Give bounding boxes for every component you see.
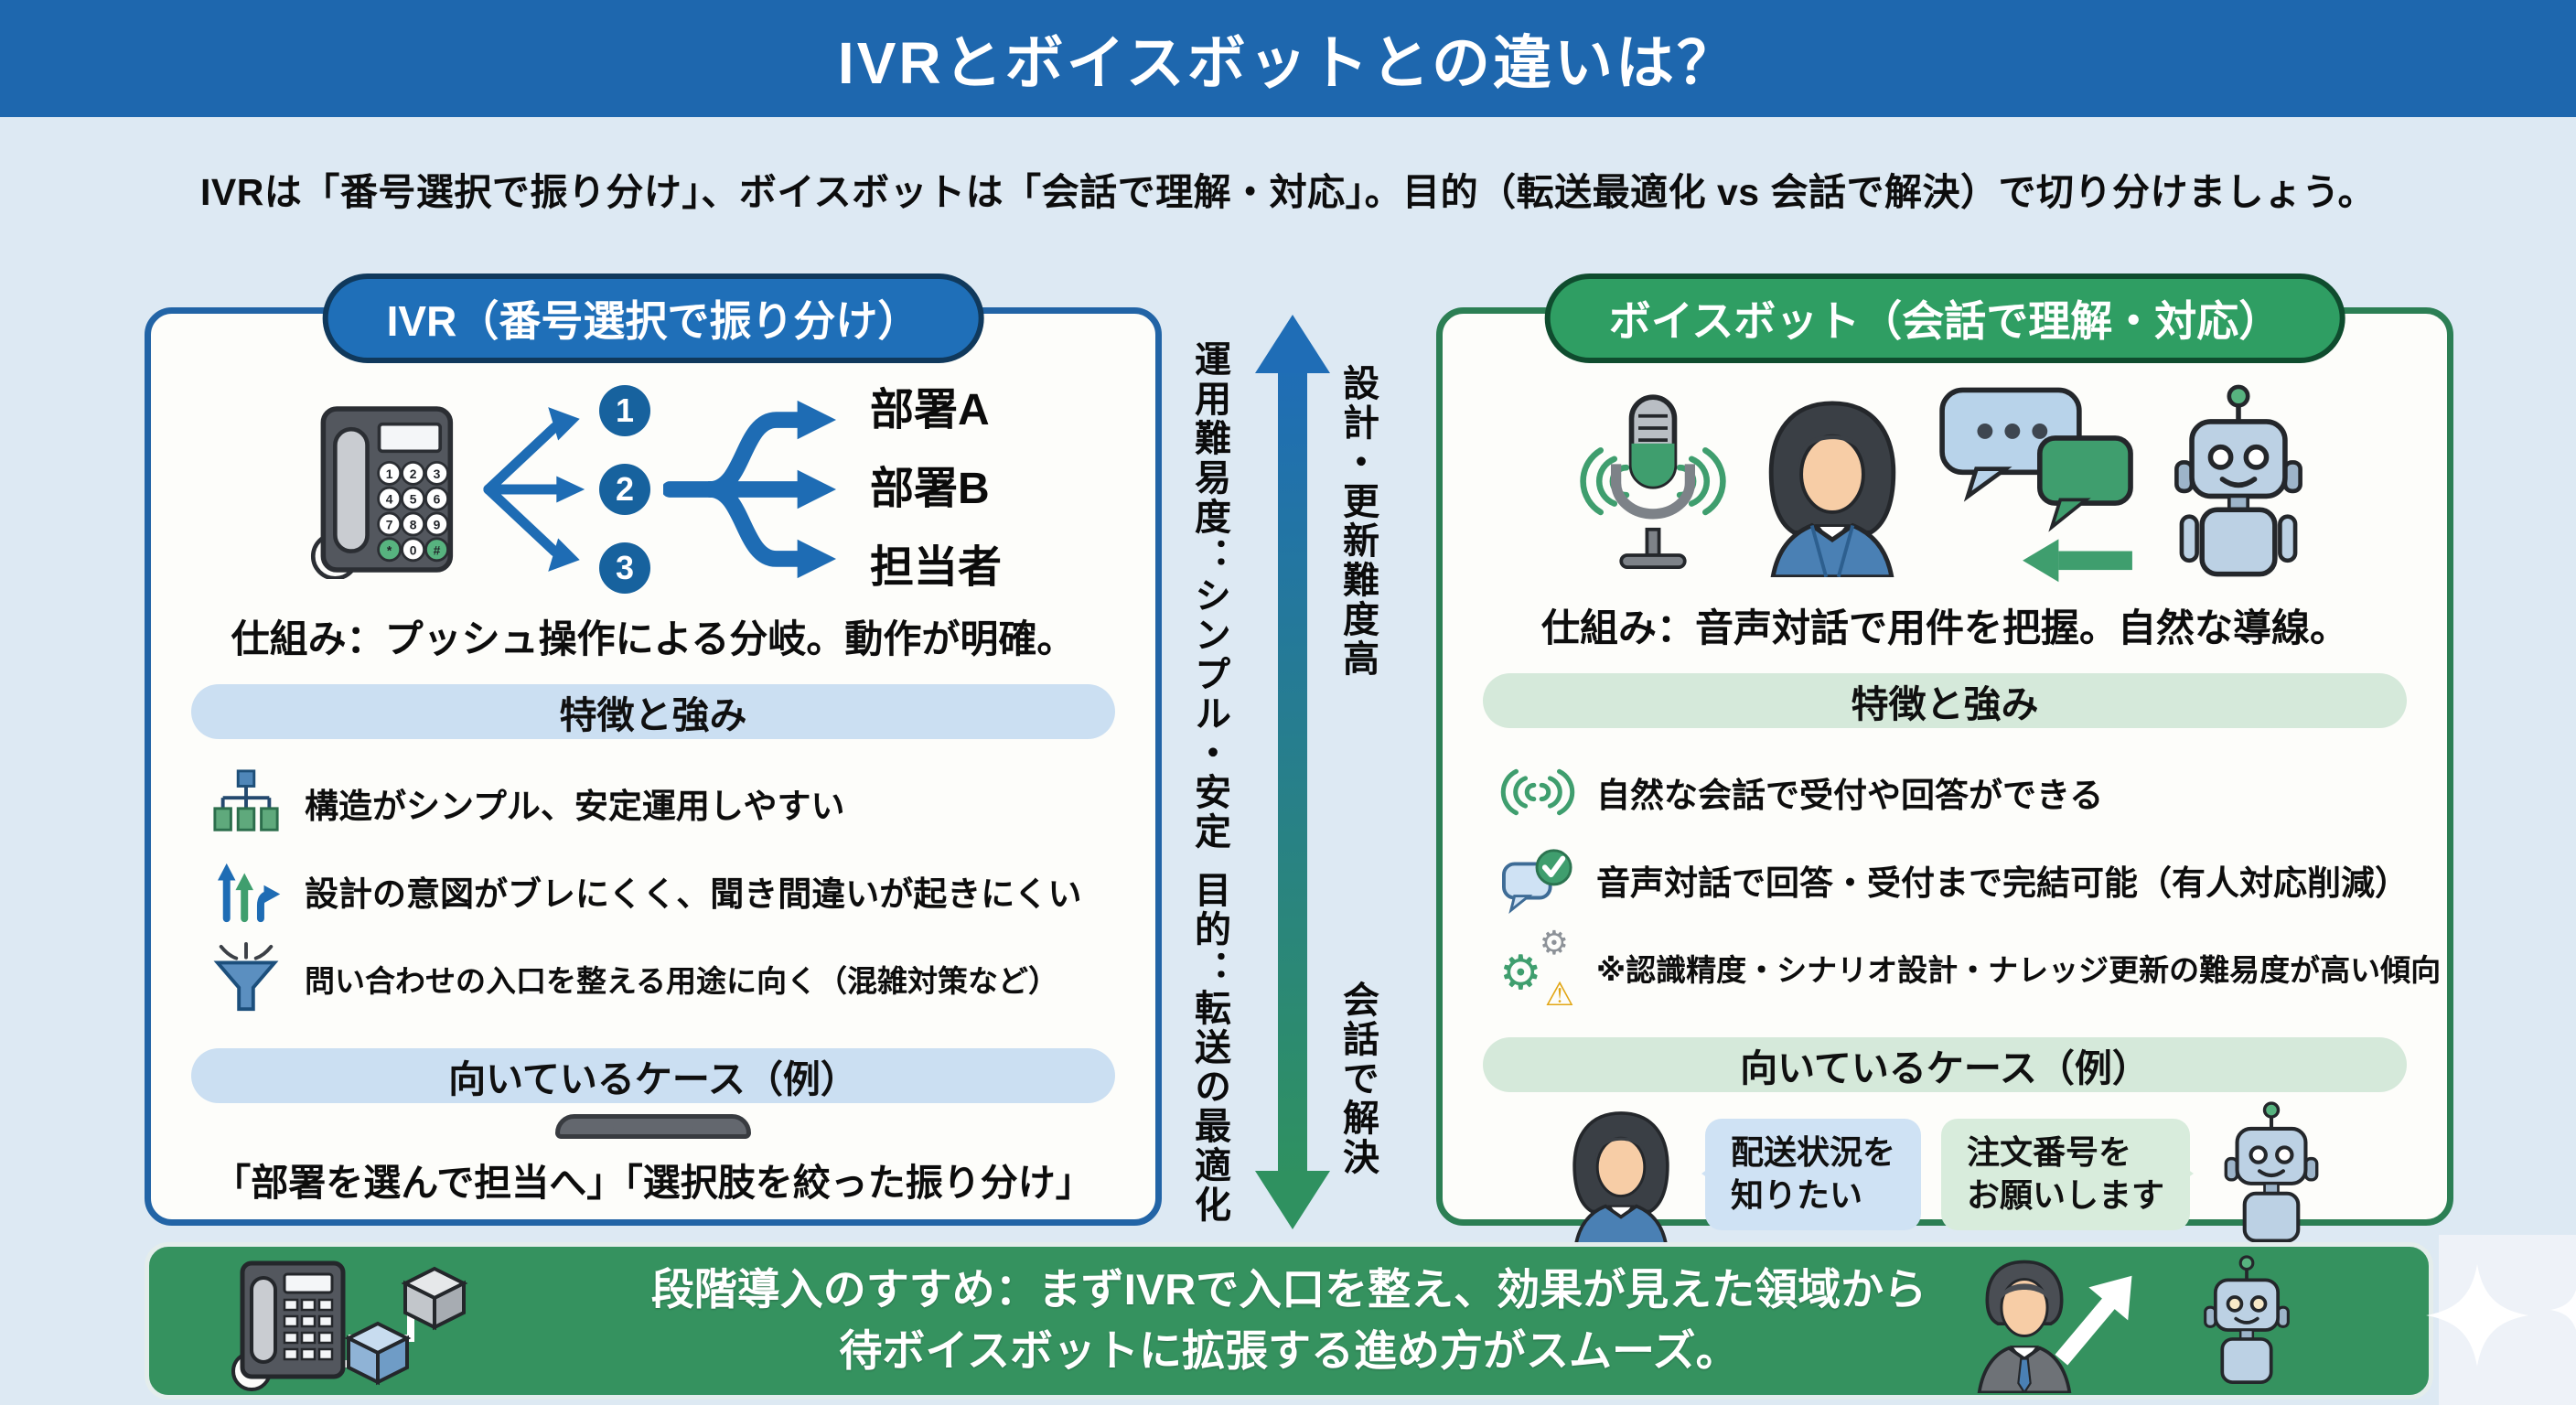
- voicebot-mechanism-caption: 仕組み：音声対話で用件を把握。自然な導線。: [1540, 606, 2348, 649]
- footer-message: 段階導入のすすめ：まずIVRで入口を整え、効果が見えた領域から 待ボイスボットに…: [651, 1260, 1927, 1381]
- ivr-panel-header: IVR（番号選択で振り分け）: [322, 273, 984, 363]
- axis-label-operation-difficulty: 運用難易度：シンプル・安定: [1189, 340, 1229, 852]
- chat-bubbles-icon: [1939, 387, 2133, 583]
- chat-check-icon: [1499, 842, 1576, 918]
- feature-text: 設計の意図がブレにくく、聞き間違いが起きにくい: [305, 875, 1082, 913]
- svg-text:4: 4: [386, 492, 393, 507]
- footer-line-2: 待ボイスボットに拡張する進め方がスムーズ。: [839, 1326, 1739, 1375]
- feature-item: 音声対話で回答・受付まで完結可能（有人対応削減）: [1499, 842, 2412, 918]
- gears-warning-icon: ⚙ ⚙ ⚠: [1499, 924, 1576, 1013]
- feature-text: 構造がシンプル、安定運用しやすい: [305, 788, 845, 825]
- phone-and-blocks-icon: [231, 1260, 468, 1391]
- gear-icon: ⚙: [1499, 947, 1542, 1000]
- ivr-cases-caption: 「部署を選んで担当へ」「選択肢を絞った振り分け」: [213, 1162, 1093, 1204]
- voicebot-features-header: 特徴と強み: [1483, 673, 2407, 728]
- voicebot-flow-diagram: [1468, 383, 2421, 585]
- voice-wave-icon: [1499, 754, 1576, 831]
- feature-item: 問い合わせの入口を整える用途に向く（混雑対策など）: [208, 940, 1121, 1017]
- phone-notch: [613, 1119, 693, 1134]
- footer-banner: 段階導入のすすめ：まずIVRで入口を整え、効果が見えた領域から 待ボイスボットに…: [145, 1242, 2433, 1400]
- woman-avatar: [1572, 1111, 1669, 1246]
- microphone-icon: [1580, 394, 1726, 569]
- businessman-avatar: [1977, 1260, 2072, 1393]
- bot-speech-bubble: 注文番号を お願いします: [1941, 1119, 2195, 1230]
- sparkle-icon: [2426, 1264, 2528, 1367]
- voicebot-feature-list: 自然な会話で受付や回答ができる 音声対話で回答・受付まで完結可能（有人対応削減）: [1499, 743, 2441, 1017]
- sparkle-icon: [2550, 1289, 2576, 1331]
- voicebot-panel-body: 仕組み：音声対話で用件を把握。自然な導線。 特徴と強み 自然な会話で受付や回答が…: [1443, 314, 2447, 1304]
- subtitle: IVRは「番号選択で振り分け」、ボイスボットは「会話で理解・対応」。目的（転送最…: [199, 171, 2377, 213]
- ivr-branch-targets: 部署A 部署B 担当者: [870, 385, 1002, 594]
- feature-text: ※認識精度・シナリオ設計・ナレッジ更新の難易度が高い傾向: [1596, 953, 2442, 987]
- feature-item: ⚙ ⚙ ⚠ ※認識精度・シナリオ設計・ナレッジ更新の難易度が高い傾向: [1499, 924, 2441, 1013]
- branch-target-a: 部署A: [869, 386, 990, 434]
- svg-text:7: 7: [386, 518, 393, 532]
- voicebot-panel-header-label: ボイスボット（会話で理解・対応）: [1608, 297, 2281, 345]
- ivr-panel-body: 1 2 3 4 5 6 7 8 9 * 0 # 1 2: [151, 314, 1155, 1219]
- svg-text:5: 5: [410, 492, 417, 507]
- ivr-cases-header: 向いているケース（例）: [191, 1048, 1115, 1103]
- ivr-mechanism-caption: 仕組み：プッシュ操作による分岐。動作が明確。: [231, 617, 1076, 660]
- svg-text:0: 0: [410, 542, 417, 557]
- voicebot-cases-header: 向いているケース（例）: [1483, 1037, 2407, 1092]
- split-arrows-icon: [208, 853, 284, 929]
- feature-text: 自然な会話で受付や回答ができる: [1596, 777, 2104, 814]
- svg-text:*: *: [387, 542, 392, 557]
- voicebot-panel-header: ボイスボット（会話で理解・対応）: [1544, 273, 2345, 363]
- title-bar: IVRとボイスボットとの違いは？: [0, 0, 2576, 117]
- ivr-flow-diagram: 1 2 3 4 5 6 7 8 9 * 0 # 1 2: [177, 383, 1130, 595]
- robot-avatar: [2224, 1101, 2319, 1243]
- woman-avatar: [1768, 401, 1896, 577]
- ivr-feature-list: 構造がシンプル、安定運用しやすい: [208, 754, 1121, 1028]
- gear-icon: ⚙: [1539, 924, 1569, 961]
- funnel-icon: [208, 940, 284, 1017]
- user-speech-bubble: 配送状況を 知りたい: [1701, 1119, 1921, 1230]
- ivr-features-header: 特徴と強み: [191, 684, 1115, 739]
- option-3-circle: 3: [598, 542, 650, 594]
- axis-label-design-difficulty: 設計・更新難度高: [1337, 364, 1378, 679]
- feature-item: 設計の意図がブレにくく、聞き間違いが起きにくい: [208, 853, 1121, 929]
- svg-text:3: 3: [434, 467, 441, 481]
- footer-line-1: 段階導入のすすめ：まずIVRで入口を整え、効果が見えた領域から: [650, 1265, 1927, 1314]
- branch-target-c: 担当者: [869, 543, 1002, 592]
- smartphone-mockup: 1:予約変更 2:請求 3:その他: [555, 1114, 751, 1139]
- robot-avatar: [2204, 1255, 2290, 1385]
- double-arrow-axis: [1255, 315, 1330, 1229]
- svg-text:8: 8: [410, 518, 417, 532]
- org-chart-icon: [208, 765, 284, 842]
- svg-text:1: 1: [386, 467, 393, 481]
- voicebot-case-row: 配送状況を 知りたい 注文番号を お願いします: [1468, 1101, 2421, 1248]
- desk-phone-icon: 1 2 3 4 5 6 7 8 9 * 0 #: [310, 406, 454, 579]
- growth-arrow-icon: [2055, 1275, 2132, 1366]
- robot-avatar: [2174, 384, 2302, 577]
- feature-item: 自然な会話で受付や回答ができる: [1499, 754, 2412, 831]
- ivr-panel: IVR（番号選択で振り分け） 1 2 3 4: [145, 273, 1162, 1226]
- ivr-panel-header-label: IVR（番号選択で振り分け）: [386, 297, 920, 345]
- voicebot-panel: ボイスボット（会話で理解・対応）: [1436, 273, 2453, 1304]
- svg-text:#: #: [434, 542, 441, 557]
- feature-item: 構造がシンプル、安定運用しやすい: [208, 765, 1121, 842]
- axis-label-purpose-transfer: 目的：転送の最適化: [1189, 871, 1229, 1225]
- reply-arrow-icon: [2023, 539, 2132, 583]
- ivr-option-circles: 1 2 3: [598, 385, 650, 594]
- svg-text:6: 6: [434, 492, 441, 507]
- feature-text: 音声対話で回答・受付まで完結可能（有人対応削減）: [1596, 864, 2409, 902]
- fork-arrow-icon: [662, 400, 837, 579]
- svg-text:2: 2: [410, 467, 417, 481]
- svg-text:9: 9: [434, 518, 441, 532]
- page-title: IVRとボイスボットとの違いは？: [837, 30, 1739, 96]
- feature-text: 問い合わせの入口を整える用途に向く（混雑対策など）: [305, 964, 1059, 998]
- axis-label-solve-by-conversation: 会話で解決: [1337, 981, 1378, 1177]
- warning-icon: ⚠: [1544, 975, 1574, 1013]
- option-1-circle: 1: [598, 385, 650, 436]
- branch-target-b: 部署B: [869, 465, 990, 513]
- option-2-circle: 2: [598, 464, 650, 515]
- fan-arrows-icon: [483, 407, 585, 572]
